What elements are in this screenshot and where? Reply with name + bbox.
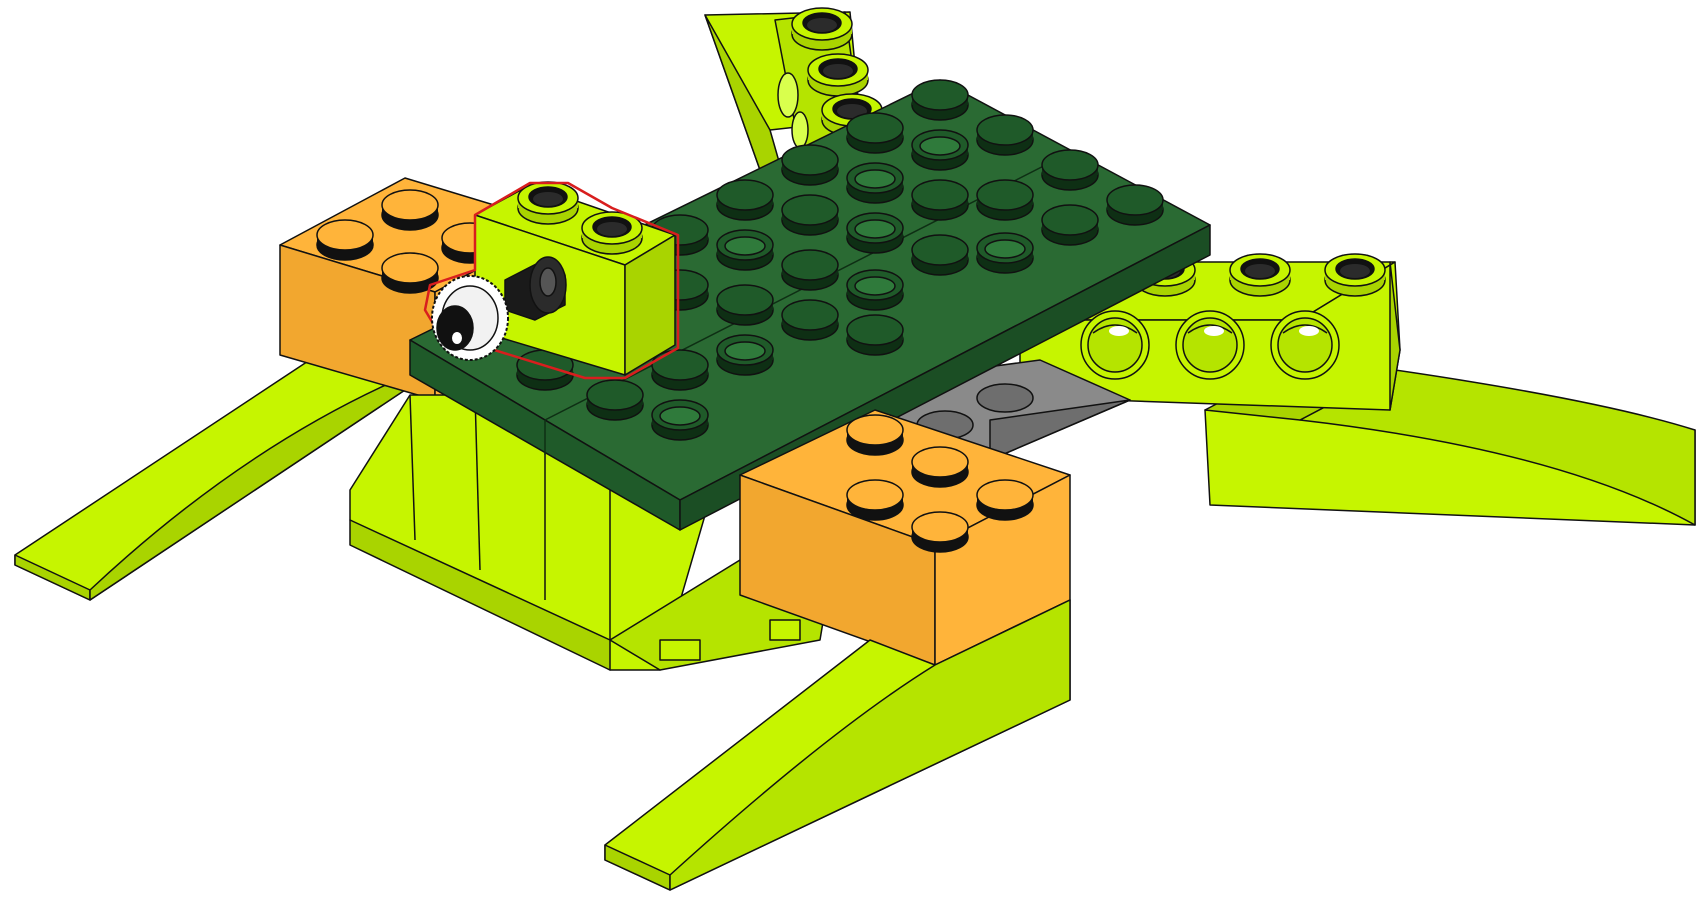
left-front-flipper: [15, 340, 420, 600]
